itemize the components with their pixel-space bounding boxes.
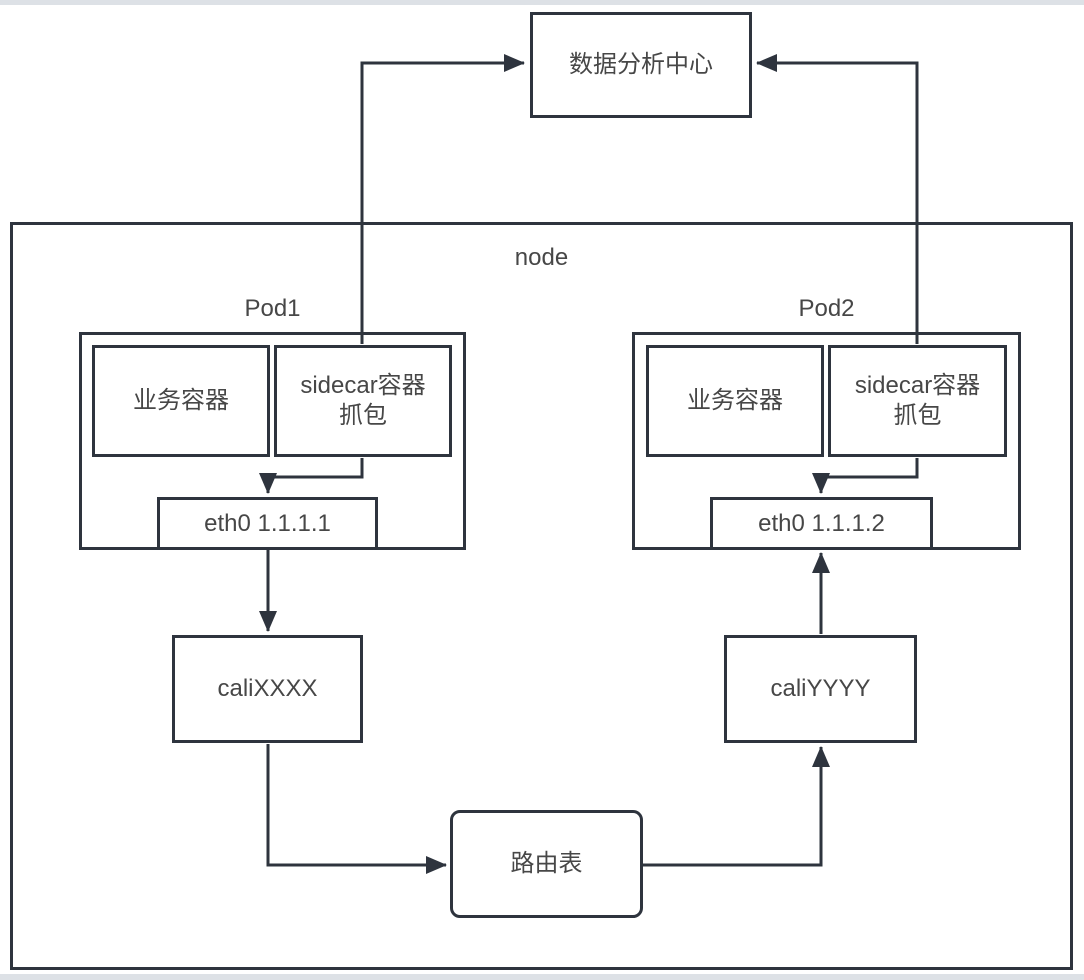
pod1-sidecar-label-line2: 抓包 — [339, 402, 387, 429]
route-table-box: 路由表 — [450, 810, 643, 918]
pod2-sidecar-label-line1: sidecar容器 — [854, 372, 981, 399]
veth-caliyyyy-box: caliYYYY — [724, 635, 917, 743]
pod1-business-container-box: 业务容器 — [92, 345, 270, 457]
pod2-label: Pod2 — [798, 295, 855, 322]
veth-calixxxx-box: caliXXXX — [172, 635, 363, 743]
node-box — [10, 222, 1073, 970]
pod2-eth0-box: eth0 1.1.1.2 — [710, 497, 933, 550]
page-top-edge — [0, 0, 1084, 5]
pod2-business-container-box: 业务容器 — [646, 345, 824, 457]
pod2-sidecar-label-line2: 抓包 — [893, 402, 942, 429]
page-bottom-edge — [0, 974, 1084, 980]
node-label: node — [514, 244, 569, 271]
pod1-sidecar-container-box: sidecar容器 抓包 — [274, 345, 452, 457]
pod1-eth0-box: eth0 1.1.1.1 — [157, 497, 378, 550]
pod1-label: Pod1 — [244, 295, 301, 322]
analysis-center-box: 数据分析中心 — [530, 12, 752, 118]
pod2-sidecar-container-box: sidecar容器 抓包 — [828, 345, 1007, 457]
pod1-sidecar-label-line1: sidecar容器 — [300, 372, 426, 399]
